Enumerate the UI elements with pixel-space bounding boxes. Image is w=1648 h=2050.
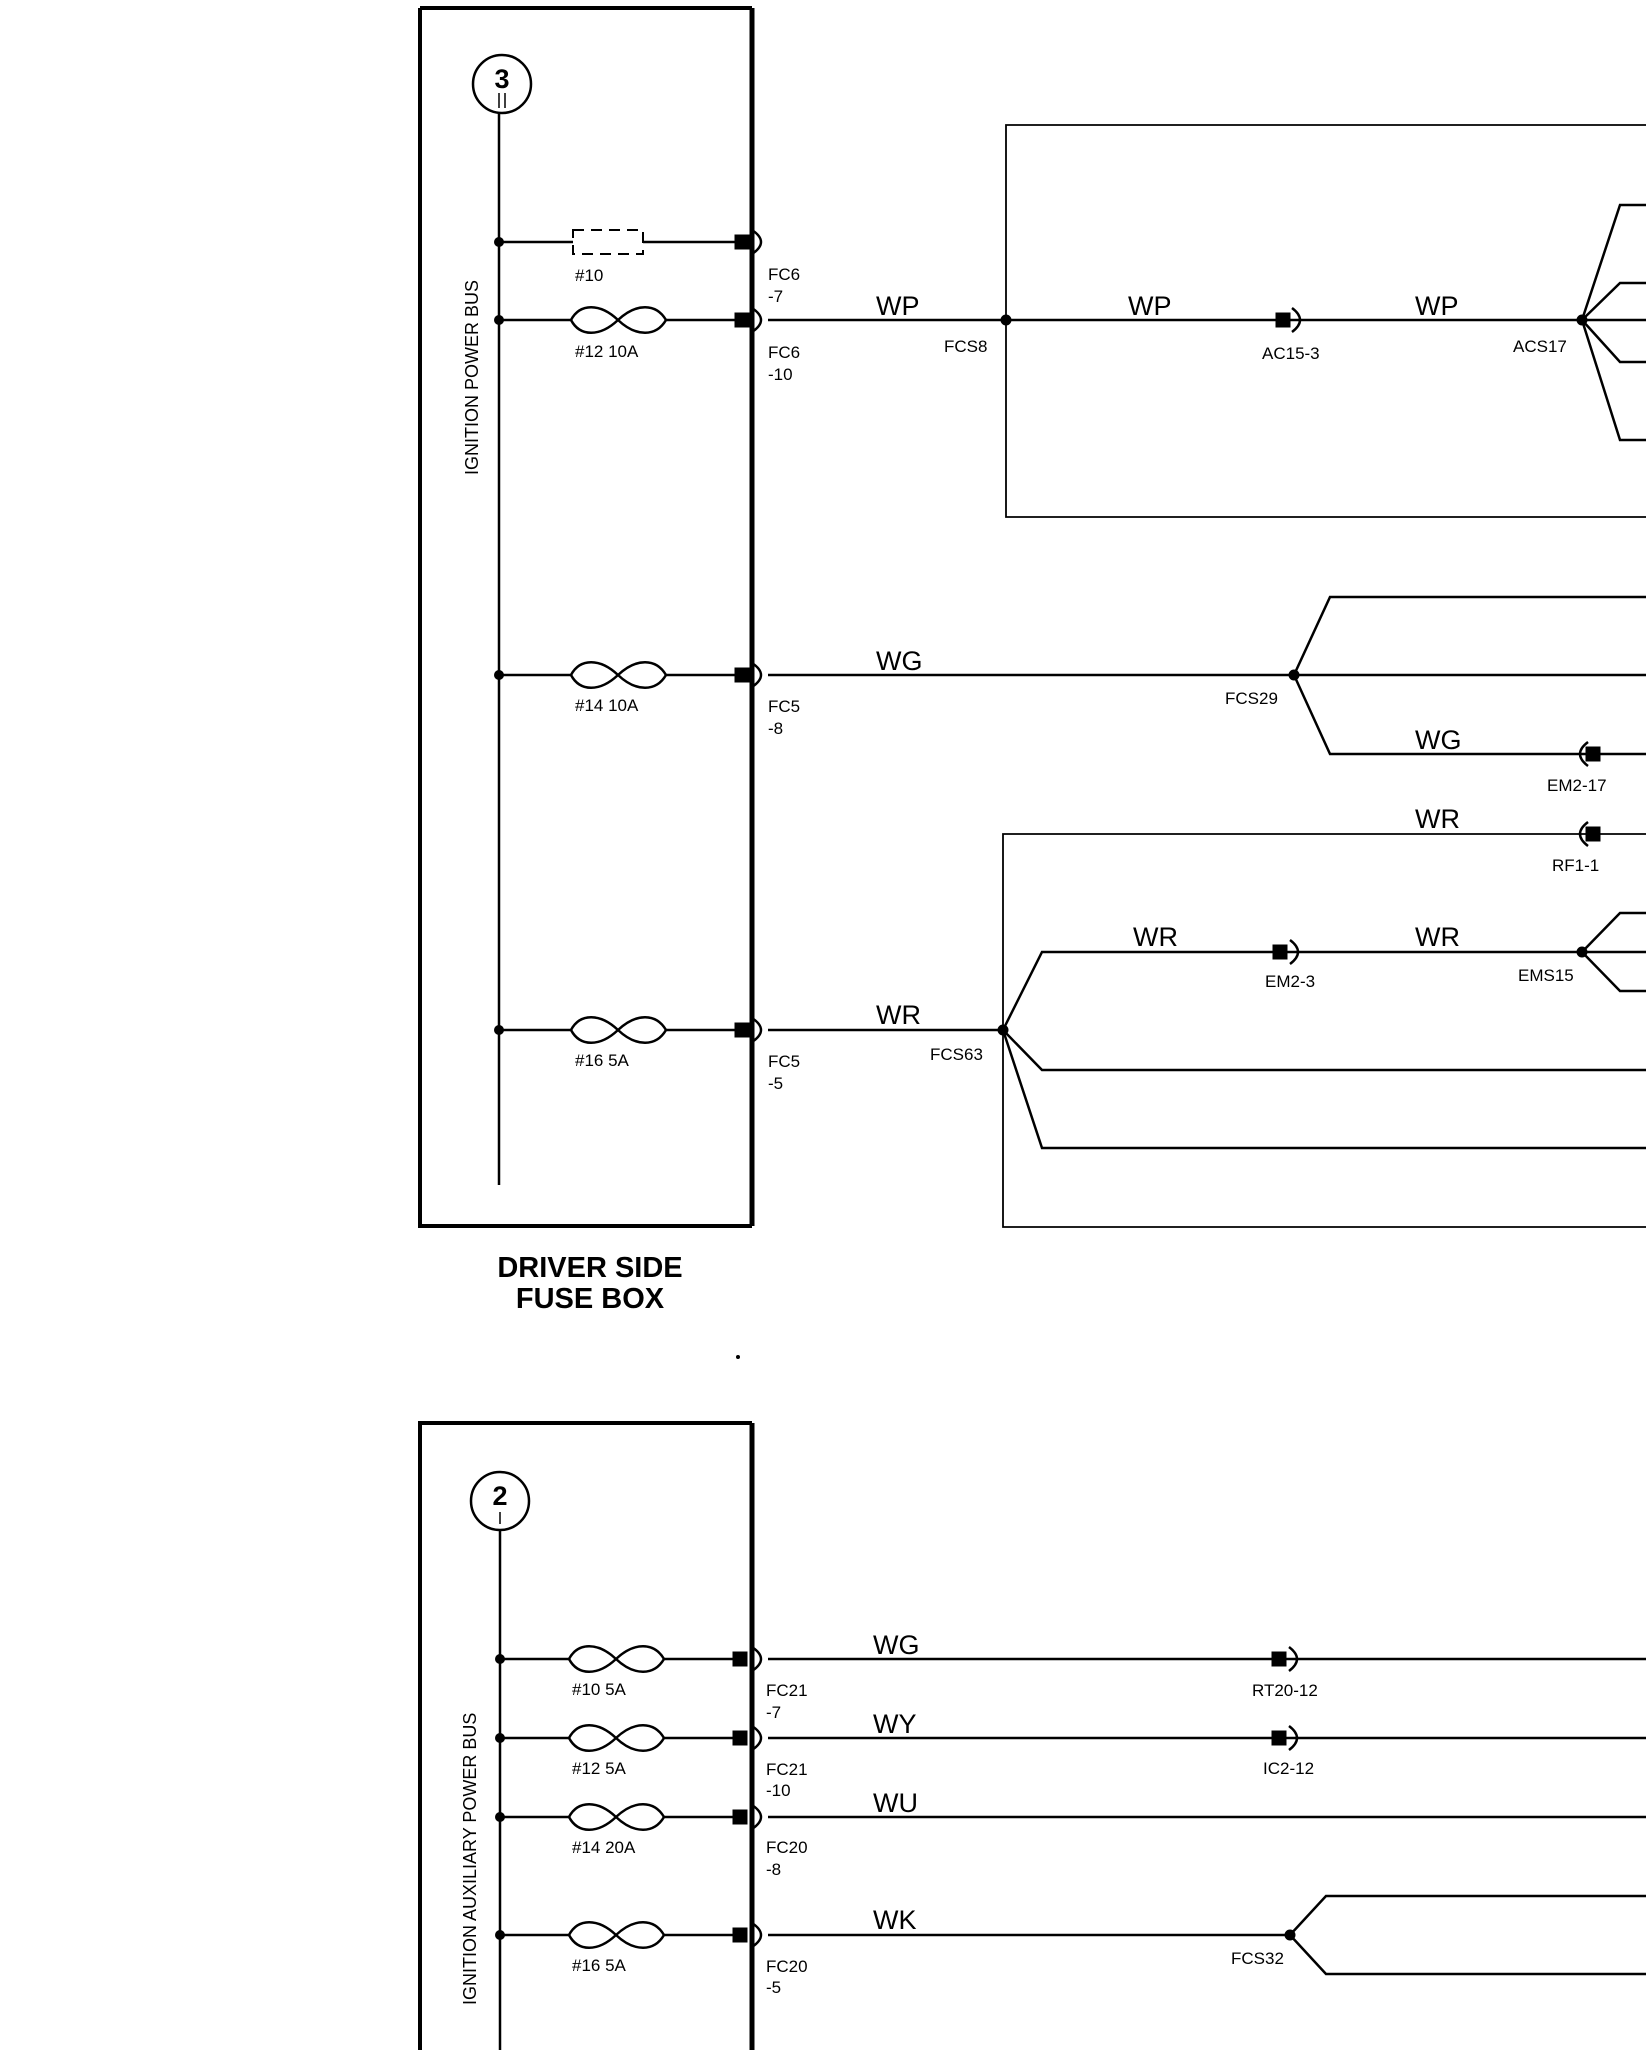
fuse-name: #16 5A [575,1051,630,1070]
pin-number: -8 [766,1860,781,1879]
connector-terminal [1272,944,1288,960]
pin-connector: FC6 [768,343,800,362]
fuse-box-title-line1: DRIVER SIDE [497,1252,682,1284]
wire-color-label: WR [876,1000,921,1030]
pin-number: -10 [766,1781,791,1800]
wire-color-label: WG [876,646,923,676]
fuse-name: #14 20A [572,1838,636,1857]
wire-color-label: WR [1415,922,1460,952]
pin-number: -7 [768,287,783,306]
pin-number: -10 [768,365,793,384]
splice-label: FCS8 [944,337,987,356]
wire-color-label: WP [1415,291,1459,321]
fuse-symbol [567,1724,666,1752]
fuse-symbol [567,1645,666,1673]
connector-terminal [1578,741,1589,767]
bus-number: 2 [492,1481,507,1511]
fuse-name: #10 5A [572,1680,627,1699]
fuse-16-row: #16 5A FC5 -5 [494,1016,800,1093]
splice-label: FCS63 [930,1045,983,1064]
splice-label: FCS29 [1225,689,1278,708]
fuse-symbol [569,661,668,689]
fuse-12-row: #12 10A FC6 -10 [494,306,800,384]
fuse-symbol [569,306,668,334]
component-box [1005,124,1646,518]
auxiliary-fuse-box: 2 IGNITION AUXILIARY POWER BUS #10 5A FC… [418,1421,1646,2050]
wire-color-label: WR [1133,922,1178,952]
fuse-box-title-line2: FUSE BOX [516,1283,665,1315]
fuse-name: #16 5A [572,1956,627,1975]
fuse-14-row: #14 10A FC5 -8 [494,661,800,738]
fuse-symbol [567,1803,666,1831]
connector-terminal [1271,1651,1287,1667]
bus-label: IGNITION POWER BUS [462,280,482,475]
fuse-symbol [569,1016,668,1044]
connector-label: RT20-12 [1252,1681,1318,1700]
connector-label: AC15-3 [1262,344,1320,363]
aux-fuse-10-row: #10 5A FC21 -7 WG RT20-12 [495,1630,1646,1722]
pin-connector: FC20 [766,1838,808,1857]
wire-color-label: WP [1128,291,1172,321]
driver-side-fuse-box: 3 IGNITION POWER BUS #10 FC6 -7 [418,6,800,1315]
wr-circuit: WR FCS63 WR RF1-1 WR EM2-3 WR EMS15 [768,804,1646,1228]
component-box [1002,833,1646,1228]
pin-number: -7 [766,1703,781,1722]
pin-connector: FC6 [768,265,800,284]
connector-label: IC2-12 [1263,1759,1314,1778]
fuse-name: #10 [575,266,603,285]
fuse-name: #12 5A [572,1759,627,1778]
wire-color-label: WY [873,1709,917,1739]
fuse-symbol [567,1921,666,1949]
pin-connector: FC5 [768,1052,800,1071]
fuse-missing-symbol [572,229,644,255]
connector-terminal [1271,1730,1287,1746]
wire-color-label: WR [1415,804,1460,834]
fuse-name: #14 10A [575,696,639,715]
wire-color-label: WG [1415,725,1462,755]
pin-connector: FC21 [766,1760,808,1779]
pin-number: -5 [768,1074,783,1093]
aux-fuse-12-row: #12 5A FC21 -10 WY IC2-12 [495,1709,1646,1800]
wp-circuit: WP FCS8 WP AC15-3 WP ACS17 [768,124,1646,518]
wire-color-label: WP [876,291,920,321]
bus-number-circle: 2 [469,1470,531,1532]
wg-circuit: WG FCS29 WG EM2-17 [768,595,1646,795]
splice-label: EMS15 [1518,966,1574,985]
pin-number: -5 [766,1978,781,1997]
wire-color-label: WU [873,1788,918,1818]
connector-label: EM2-17 [1547,776,1607,795]
connector-label: EM2-3 [1265,972,1315,991]
fuse-10-row: #10 FC6 -7 [494,228,800,306]
fuse-name: #12 10A [575,342,639,361]
wire-color-label: WK [873,1905,917,1935]
wire-color-label: WG [873,1630,920,1660]
pin-connector: FC21 [766,1681,808,1700]
bus-number-circle: 3 [471,53,533,115]
aux-fuse-14-row: #14 20A FC20 -8 WU [495,1788,1646,1879]
connector-terminal [1275,312,1291,328]
pin-number: -8 [768,719,783,738]
bus-number: 3 [494,64,509,94]
connector-label: RF1-1 [1552,856,1599,875]
pin-connector: FC20 [766,1957,808,1976]
aux-fuse-16-row: #16 5A FC20 -5 WK FCS32 [495,1894,1646,1997]
pin-connector: FC5 [768,697,800,716]
splice-label: FCS32 [1231,1949,1284,1968]
bus-label: IGNITION AUXILIARY POWER BUS [460,1713,480,2005]
splice-label: ACS17 [1513,337,1567,356]
